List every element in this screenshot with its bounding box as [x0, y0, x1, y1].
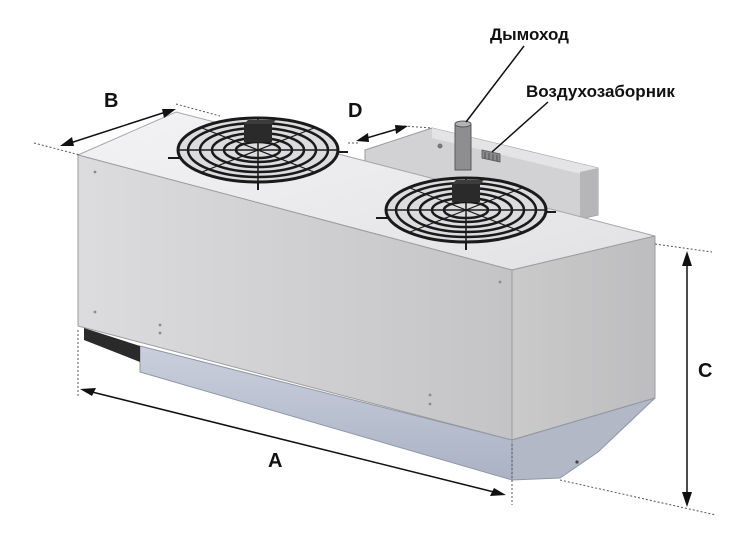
fan-icon — [168, 116, 348, 190]
dimension-d-label: D — [348, 100, 362, 122]
dimension-b-label: B — [104, 90, 118, 112]
dimension-c-arrow — [682, 251, 692, 507]
chimney-leader-line — [465, 45, 525, 123]
air-intake-leader-line — [491, 101, 549, 153]
dimension-c-label: C — [698, 360, 712, 382]
dimension-a-arrow — [80, 388, 506, 496]
air-intake-grille — [481, 149, 501, 163]
fan-icon — [376, 176, 556, 250]
chimney-label: Дымоход — [490, 25, 569, 44]
air-intake-label: Воздухозаборник — [526, 82, 675, 101]
dimension-a-label: A — [268, 450, 282, 472]
dimension-b-arrow — [60, 109, 176, 146]
extension-lines — [33, 103, 717, 516]
bottom-drain-tray — [84, 328, 656, 481]
chimney-pipe — [454, 120, 472, 171]
dimension-d-arrow — [356, 125, 408, 142]
panel-screws — [93, 170, 502, 406]
